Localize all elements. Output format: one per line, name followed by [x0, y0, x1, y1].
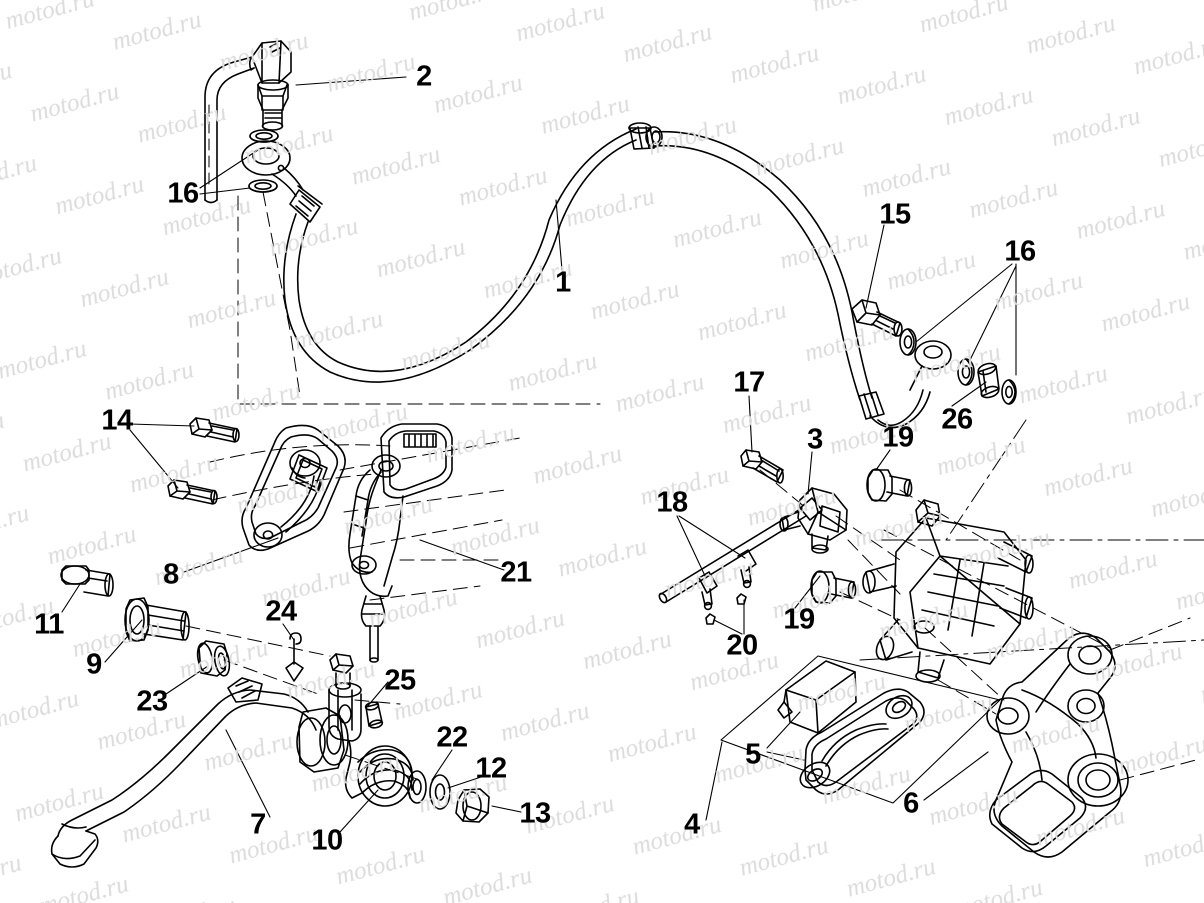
callout-20[interactable]: 20: [726, 629, 758, 662]
callout-2[interactable]: 2: [416, 60, 432, 93]
callout-10[interactable]: 10: [311, 824, 343, 857]
callout-6[interactable]: 6: [903, 787, 919, 820]
callout-5[interactable]: 5: [745, 738, 761, 771]
callout-21[interactable]: 21: [500, 556, 532, 589]
callout-3[interactable]: 3: [807, 423, 823, 456]
callout-18[interactable]: 18: [656, 486, 688, 519]
callout-16-upper[interactable]: 16: [167, 177, 199, 210]
callout-8[interactable]: 8: [163, 558, 179, 591]
callout-22[interactable]: 22: [436, 721, 468, 754]
callout-19-upper[interactable]: 19: [882, 421, 914, 454]
callout-16-lower[interactable]: 16: [1004, 235, 1036, 268]
callout-7[interactable]: 7: [250, 808, 266, 841]
callout-13[interactable]: 13: [519, 797, 551, 830]
callout-12[interactable]: 12: [475, 752, 507, 785]
callout-19-lower[interactable]: 19: [783, 603, 815, 636]
callout-17[interactable]: 17: [733, 366, 765, 399]
callout-15[interactable]: 15: [879, 198, 911, 231]
callout-11[interactable]: 11: [34, 608, 64, 641]
callout-25[interactable]: 25: [384, 664, 416, 697]
callout-1[interactable]: 1: [555, 266, 571, 299]
callout-26[interactable]: 26: [941, 403, 973, 436]
callout-23[interactable]: 23: [136, 685, 168, 718]
callout-9[interactable]: 9: [86, 648, 102, 681]
callout-4[interactable]: 4: [684, 808, 700, 841]
callout-24[interactable]: 24: [265, 595, 297, 628]
callout-14[interactable]: 14: [101, 404, 133, 437]
